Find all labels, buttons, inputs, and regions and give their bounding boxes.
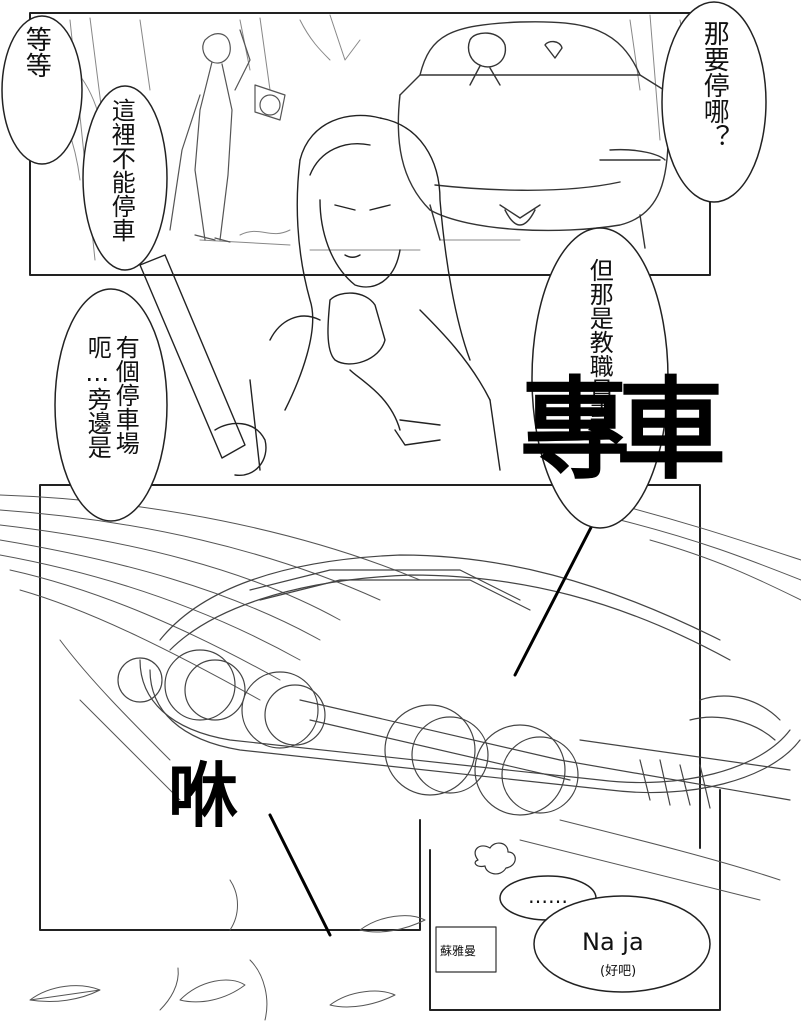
club-stick [139, 254, 267, 476]
dialogue-no-parking: 這裡不能停車 [107, 98, 136, 242]
dialogue-staff-only: 但那是教職員專 [585, 258, 614, 426]
background-figure [169, 29, 286, 243]
dialogue-parking-lot-line1: 有個停車場 [111, 335, 140, 455]
artist-signature: 蘇雅曼 [440, 944, 477, 958]
falling-leaves [29, 879, 426, 1021]
speeding-car [117, 554, 801, 816]
bubble-no-parking [82, 85, 168, 271]
dialogue-wait: 等等 [21, 26, 52, 78]
speed-lines [0, 494, 801, 901]
sfx-vroom: 專車 [520, 366, 726, 494]
bubble-parking-lot [54, 288, 168, 522]
dialogue-where-park: 那要停哪？ [699, 20, 730, 150]
bubble-naja [533, 895, 711, 993]
bubble-staff-only [531, 227, 669, 529]
main-character [249, 114, 501, 471]
sfx-whoosh: 咻 [168, 755, 238, 837]
dialogue-naja: Na ja [582, 928, 644, 956]
bubble-wait [1, 15, 83, 165]
signature-box [435, 926, 497, 973]
bubble-where-park [661, 1, 767, 203]
sfx-tail-line [513, 508, 602, 677]
puff-doodle [474, 842, 516, 875]
dialogue-ellipsis: …… [528, 884, 568, 908]
dialogue-parking-lot-line2: 呃…旁邊是 [83, 335, 112, 459]
dialogue-naja-note: (好吧) [600, 964, 637, 979]
convertible-car-front [397, 21, 681, 249]
sfx-whoosh-tail [268, 813, 332, 937]
